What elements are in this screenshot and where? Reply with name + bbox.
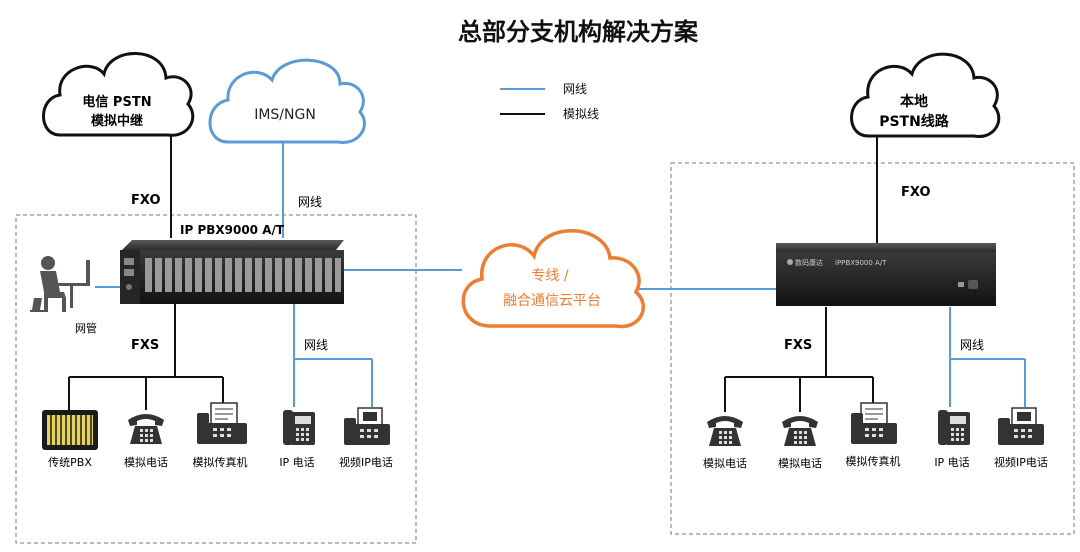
hq-device-card-slots (145, 258, 341, 292)
branch-ip-network-label: 网线 (960, 338, 984, 352)
analog-phone-icon (128, 414, 164, 444)
local-pstn-cloud: 本地 PSTN线路 (850, 52, 1001, 138)
hq-endpoint-label-video-ip-phone: 视频IP电话 (339, 455, 393, 469)
ims-ngn-label: IMS/NGN (254, 107, 316, 123)
branch-device-model: iPPBX9000 A/T (835, 259, 887, 267)
branch-endpoint-label-ip-phone: IP 电话 (934, 456, 969, 469)
hq-endpoint-label-fax: 模拟传真机 (193, 455, 248, 469)
video-ip-phone-icon (998, 407, 1044, 445)
branch-ippbx-device: 数码康达 iPPBX9000 A/T (776, 243, 996, 306)
cloud-platform-cloud: 专线 / 融合通信云平台 (461, 229, 646, 329)
legend-network-label: 网线 (563, 82, 587, 96)
branch-endpoint-label-video-ip-phone: 视频IP电话 (994, 455, 1048, 469)
fax-machine-icon (197, 402, 247, 444)
branch-fxo-label: FXO (901, 185, 931, 200)
hq-fxs-label: FXS (131, 338, 159, 353)
analog-phone-icon (707, 416, 743, 446)
legend-analog-label: 模拟线 (563, 107, 599, 121)
hq-device-label: IP PBX9000 A/T (180, 223, 285, 237)
analog-phone-icon (782, 416, 818, 446)
telecom-pstn-line1: 电信 PSTN (82, 94, 151, 110)
branch-box (670, 162, 1075, 535)
ip-phone-icon (283, 410, 315, 445)
telecom-pstn-cloud: 电信 PSTN 模拟中继 (42, 52, 195, 137)
cloud-platform-line2: 融合通信云平台 (503, 293, 601, 309)
branch-endpoint-label-analog-phone-2: 模拟电话 (778, 456, 822, 470)
hq-endpoint-label-ip-phone: IP 电话 (279, 456, 314, 469)
hq-ip-network-label: 网线 (304, 338, 328, 352)
headquarters-box (15, 214, 417, 544)
cloud-platform-line1: 专线 / (531, 268, 568, 284)
ip-phone-icon (938, 410, 970, 445)
local-pstn-line1: 本地 (900, 93, 928, 110)
telecom-pstn-line2: 模拟中继 (91, 113, 143, 129)
page-title: 总部分支机构解决方案 (458, 18, 699, 46)
branch-device-brand: 数码康达 (795, 258, 823, 267)
hq-fxo-label: FXO (131, 193, 161, 208)
branch-fxs-label: FXS (784, 338, 812, 353)
local-pstn-line2: PSTN线路 (879, 113, 950, 130)
legacy-pbx-icon (42, 410, 98, 450)
branch-endpoint-label-analog-phone-1: 模拟电话 (703, 456, 747, 470)
legend: 网线 模拟线 (500, 82, 599, 121)
branch-endpoint-label-fax: 模拟传真机 (846, 454, 901, 468)
admin-workstation-icon (30, 256, 90, 312)
connections (68, 132, 1026, 412)
hq-ippbx-device (120, 240, 344, 304)
video-ip-phone-icon (344, 407, 390, 445)
hq-admin-label: 网管 (75, 321, 97, 335)
hq-endpoint-label-legacy-pbx: 传统PBX (48, 456, 92, 469)
fax-machine-icon (851, 402, 897, 444)
hq-network-label: 网线 (298, 195, 322, 209)
ims-ngn-cloud: IMS/NGN (208, 58, 366, 144)
hq-endpoint-label-analog-phone: 模拟电话 (124, 455, 168, 469)
